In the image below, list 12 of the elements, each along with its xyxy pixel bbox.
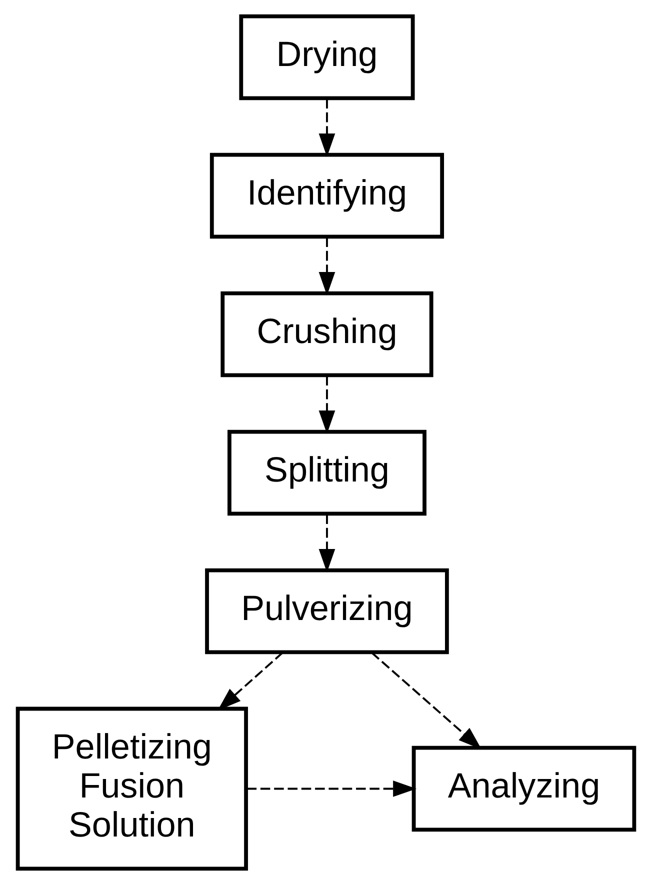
node-box: Analyzing <box>412 746 636 832</box>
node-box: Identifying <box>210 152 444 239</box>
node-box: Crushing <box>220 291 434 378</box>
arrow <box>318 237 336 296</box>
node-box: Pelletizing Fusion Solution <box>16 706 248 871</box>
arrow <box>246 780 416 797</box>
arrow <box>318 98 336 157</box>
node-box: Pulverizing <box>205 568 449 654</box>
node-box: Splitting <box>228 430 426 516</box>
arrow <box>318 514 336 572</box>
node-box: Drying <box>239 14 415 100</box>
arrow <box>318 376 336 434</box>
